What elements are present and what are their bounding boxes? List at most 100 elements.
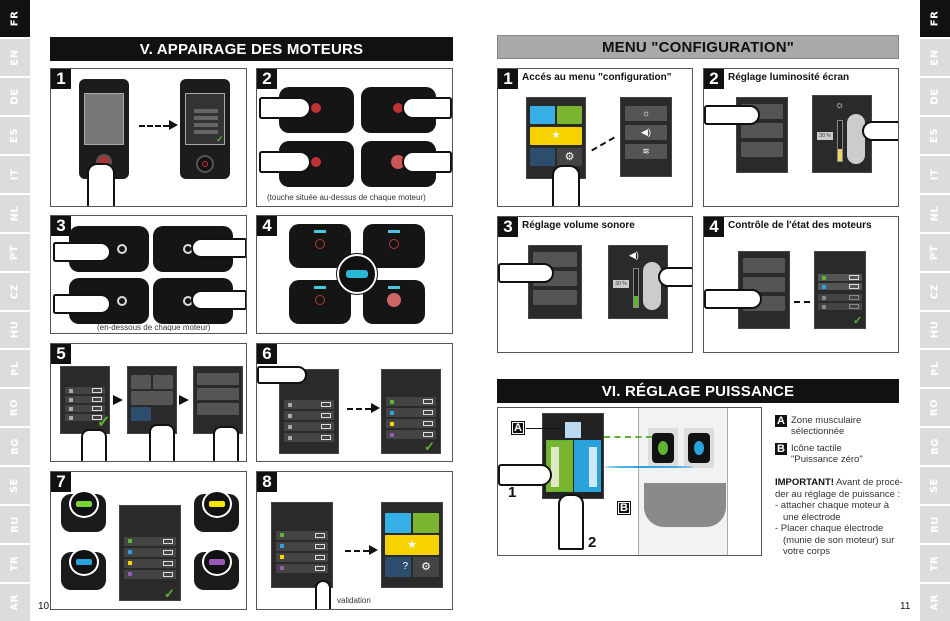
language-tab-nl[interactable]: NL [920,194,950,232]
language-tab-label: HU [929,321,941,339]
motor-row [276,530,328,540]
step-number: 6 [257,344,277,364]
motor-green [61,490,106,532]
language-tab-tr[interactable]: TR [0,545,30,583]
step-number: 5 [51,344,71,364]
step-caption: (en-dessous de chaque moteur) [97,323,211,332]
pointing-hand-icon [704,105,760,125]
language-tab-de[interactable]: DE [0,77,30,115]
language-tab-cz[interactable]: CZ [920,272,950,310]
pointing-hand-icon [498,464,552,486]
pointing-hand-icon [81,429,107,461]
language-tab-label: TR [9,555,21,572]
language-tab-pt[interactable]: PT [0,233,30,271]
page-number-left: 10 [38,601,50,612]
battery-icon [315,554,325,560]
step-2-label: 2 [588,534,597,551]
motor-blue [61,548,106,590]
pairing-step-8: 8 validation ★ ? ⚙ [256,471,453,610]
language-tab-bg[interactable]: BG [0,428,30,466]
language-tab-es[interactable]: ES [920,116,950,154]
pointing-hand-icon [191,290,246,310]
language-tab-se[interactable]: SE [0,467,30,505]
motor-row [386,408,436,418]
language-tab-cz[interactable]: CZ [0,272,30,310]
language-tab-label: EN [9,49,21,66]
language-tab-label: PL [9,361,21,377]
step-number: 7 [51,472,71,492]
motor-row [386,430,436,440]
config-step-1: 1 Accés au menu "configuration" ★ ⚙ ☼ ◀)… [497,68,693,207]
language-tab-label: RO [929,399,941,417]
language-tab-fr[interactable]: FR [920,0,950,37]
dashed-arrow [347,408,371,410]
pointing-hand-icon [402,97,452,119]
step-title: Réglage volume sonore [522,220,635,231]
language-tab-en[interactable]: EN [0,38,30,76]
brightness-icon: ☼ [835,100,845,111]
pairing-step-5: 5 ✓ [50,343,247,462]
pointing-hand-icon [87,163,115,206]
language-tab-label: RO [9,399,21,417]
language-tab-label: PT [9,244,21,260]
language-tab-nl[interactable]: NL [0,194,30,232]
motor-status-screen: ✓ [814,251,866,329]
pointing-hand-icon [862,121,898,141]
language-tab-hu[interactable]: HU [0,311,30,349]
pointing-hand-icon [53,294,111,314]
help-tile: ? [385,557,411,577]
language-tab-pl[interactable]: PL [920,350,950,388]
language-tab-ar[interactable]: AR [0,584,30,621]
step-number: 4 [704,217,724,237]
step-caption: validation [337,596,371,605]
battery-icon [423,399,433,405]
pointing-hand-icon [259,151,311,173]
motor-color-indicator [390,421,394,426]
motor-row [386,419,436,429]
language-tab-de[interactable]: DE [920,77,950,115]
power-screen [542,413,604,499]
language-tab-it[interactable]: IT [0,155,30,193]
dashed-arrow [139,125,169,127]
language-tab-ru[interactable]: RU [920,506,950,544]
motor-row [276,552,328,562]
pointing-hand-icon [552,165,580,206]
language-tab-label: FR [9,10,21,27]
pointing-hand-icon [704,289,762,309]
language-tab-hu[interactable]: HU [920,311,950,349]
language-tab-pl[interactable]: PL [0,350,30,388]
language-tab-ar[interactable]: AR [920,584,950,621]
channel-blue [574,440,601,492]
language-tab-ru[interactable]: RU [0,506,30,544]
power-button [196,155,214,173]
check-icon: ✓ [97,414,111,431]
step-number: 1 [498,69,518,89]
language-tab-fr[interactable]: FR [0,0,30,37]
language-tab-ro[interactable]: RO [920,389,950,427]
settings-tile: ⚙ [413,557,439,577]
channel-green [546,440,573,492]
volume-value: 30 % [613,280,629,288]
language-tab-label: NL [9,205,21,222]
pointing-hand-icon [257,366,307,384]
language-tab-label: TR [929,555,941,572]
language-tab-label: FR [929,10,941,27]
label-a: A [511,421,525,435]
language-tab-tr[interactable]: TR [920,545,950,583]
language-tab-it[interactable]: IT [920,155,950,193]
language-tab-ro[interactable]: RO [0,389,30,427]
motor-color-indicator [280,533,284,538]
motor-color-indicator [390,399,394,404]
language-tab-se[interactable]: SE [920,467,950,505]
pairing-step-1: 1 ✓ [50,68,247,207]
language-tab-es[interactable]: ES [0,116,30,154]
language-tab-pt[interactable]: PT [920,233,950,271]
check-icon: ✓ [216,134,224,144]
language-tab-en[interactable]: EN [920,38,950,76]
check-icon: ✓ [424,439,435,454]
arrowhead [179,395,189,405]
motor-color-indicator [390,410,394,415]
language-tab-bg[interactable]: BG [920,428,950,466]
